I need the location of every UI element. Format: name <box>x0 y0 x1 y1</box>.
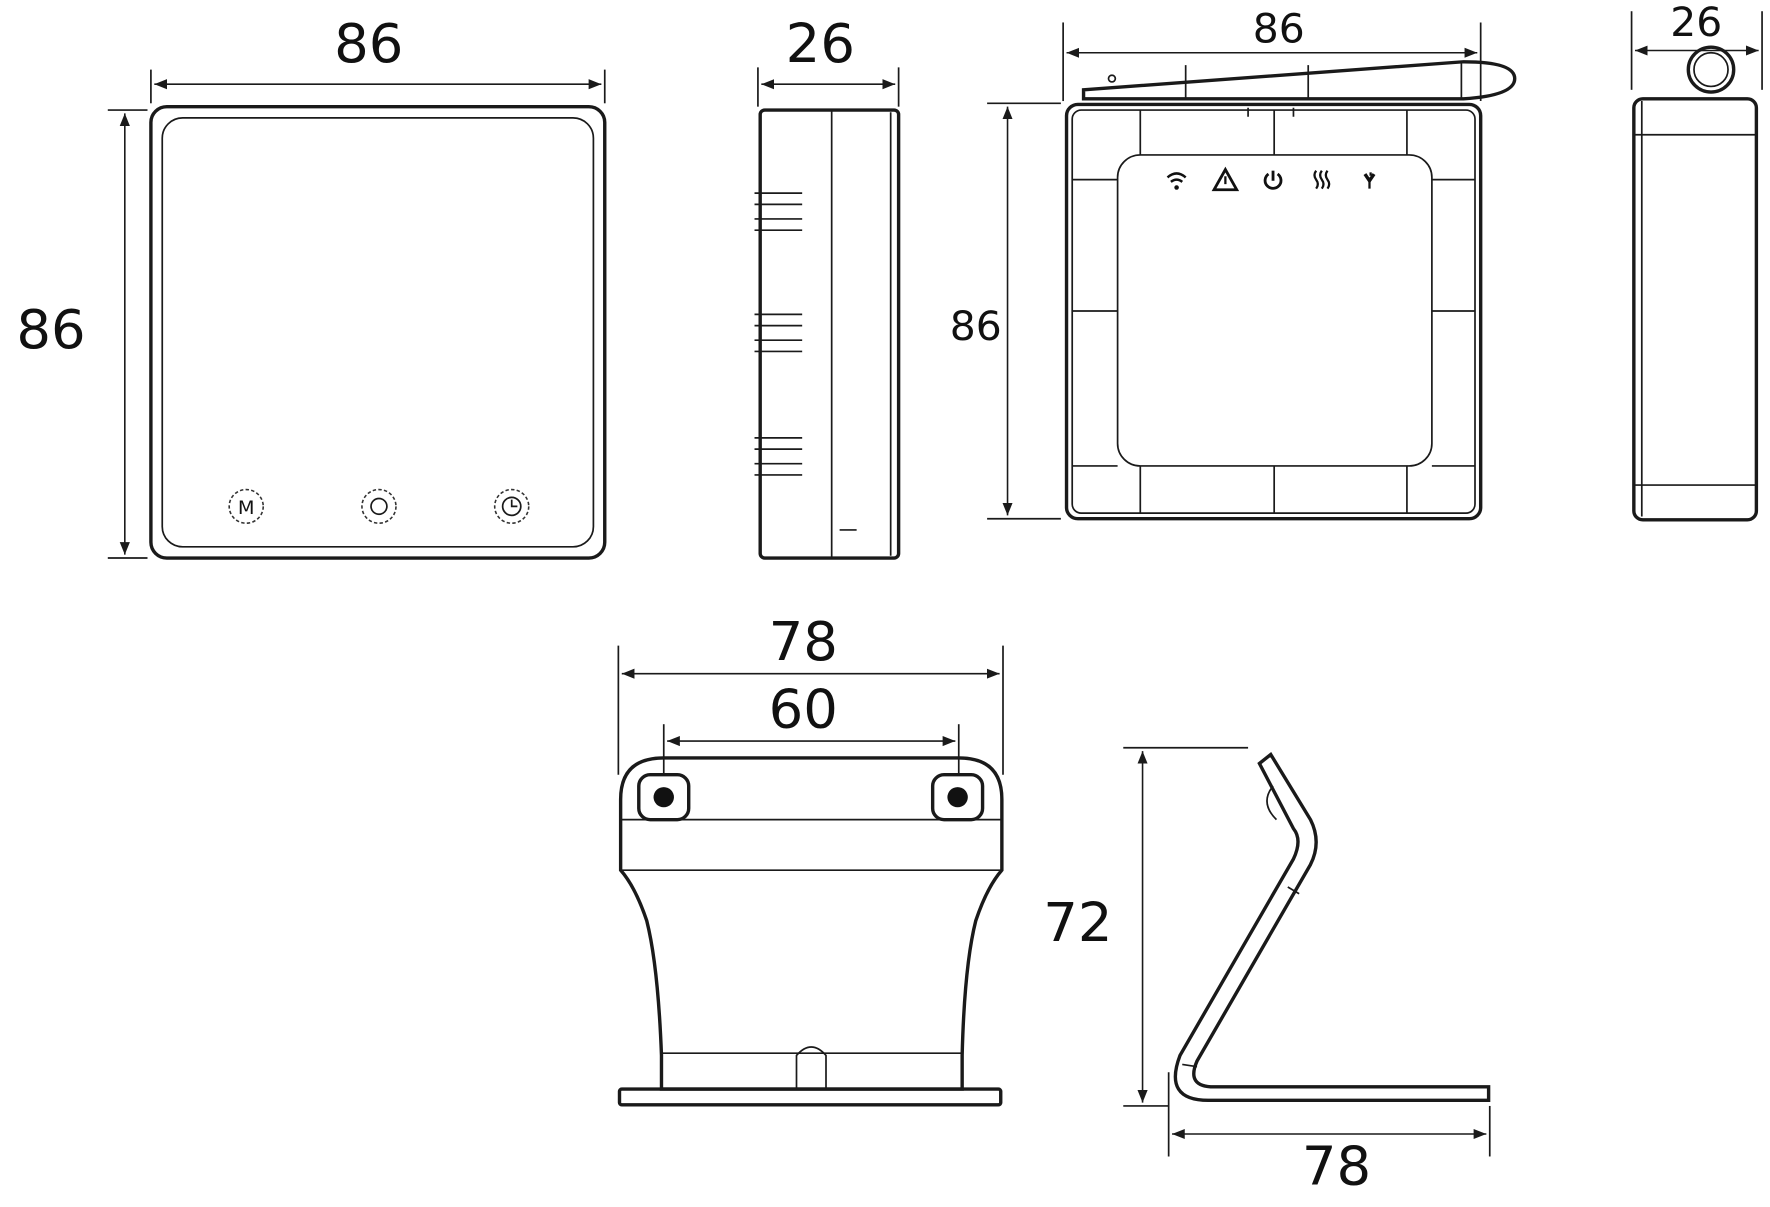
width-dimension-label: 86 <box>334 12 403 75</box>
stand-side-view: 72 78 <box>1043 746 1491 1198</box>
hub-depth-label: 26 <box>1670 0 1722 46</box>
mode-button: M <box>228 488 265 525</box>
clock-icon <box>493 488 530 525</box>
power-button <box>361 488 397 525</box>
wifi-icon <box>1166 172 1187 190</box>
power-icon <box>1263 170 1283 190</box>
warning-icon <box>1211 166 1240 192</box>
stand-width-label: 78 <box>769 610 838 673</box>
stand-front-view: 78 60 <box>617 610 1004 1107</box>
stand-height-label: 72 <box>1043 891 1112 954</box>
hole-spacing-label: 60 <box>769 678 838 741</box>
depth-dimension-label: 26 <box>786 12 855 75</box>
heat-icon <box>1313 169 1331 190</box>
thermostat-side-view: 26 <box>754 12 901 560</box>
height-dimension-label: 86 <box>16 298 85 361</box>
gateway-side-view: 26 <box>1630 0 1763 522</box>
hub-height-label: 86 <box>950 302 1002 350</box>
thermostat-front-view: M 86 86 <box>16 12 607 560</box>
gateway-front-view: 86 86 <box>950 5 1517 521</box>
stand-base-length-label: 78 <box>1302 1135 1371 1198</box>
signal-icon <box>1363 172 1376 189</box>
hub-width-label: 86 <box>1253 5 1305 53</box>
svg-text:M: M <box>238 496 255 519</box>
